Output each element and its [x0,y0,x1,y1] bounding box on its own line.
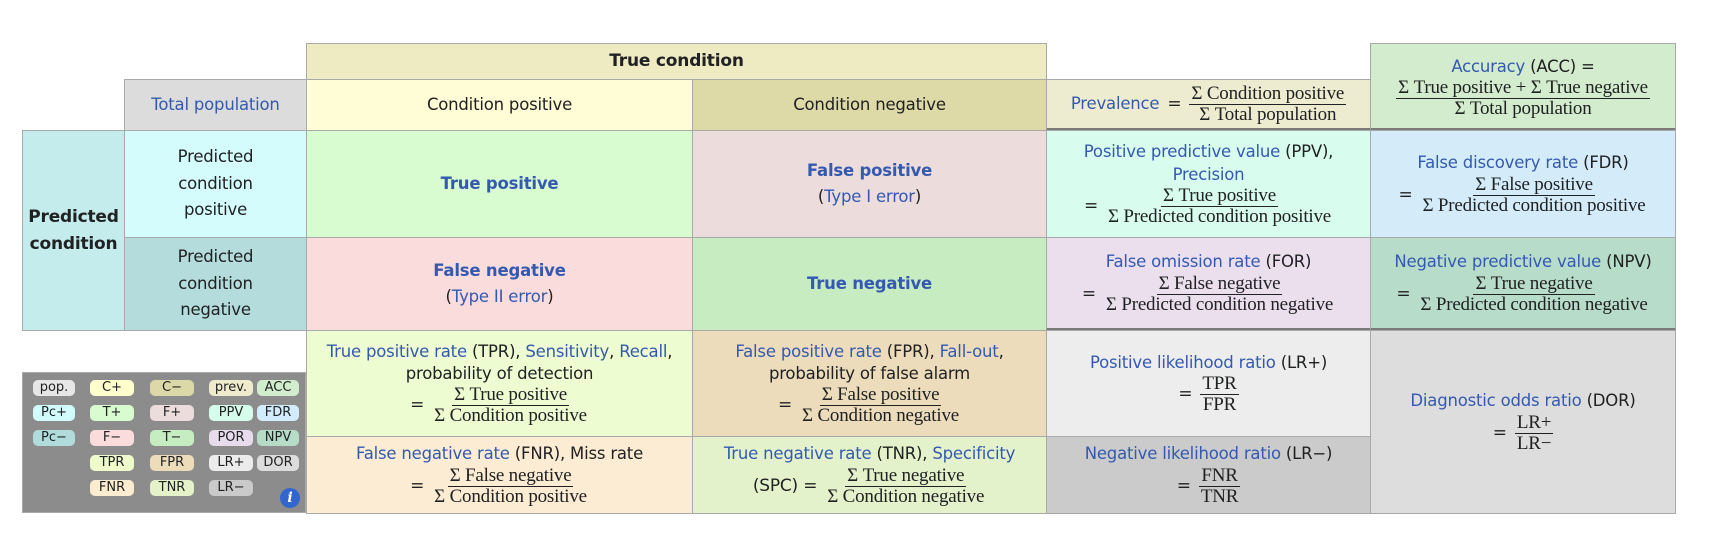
fpr-link[interactable]: False positive rate [735,341,882,361]
dor-cell: Diagnostic odds ratio (DOR) = LR+ LR− [1370,330,1676,514]
tnr-link[interactable]: True negative rate [723,444,872,464]
for-cell: False omission rate (FOR) = Σ False nega… [1046,237,1371,331]
prevalence-cell: Prevalence = Σ Condition positive Σ Tota… [1046,79,1371,131]
true-condition-label: True condition [609,51,744,72]
tnr-cell: True negative rate (TNR), Specificity (S… [692,436,1047,514]
chip-f-neg[interactable]: F− [90,430,134,446]
info-icon[interactable]: i [280,488,300,508]
lr-positive-link[interactable]: Positive likelihood ratio [1089,352,1276,372]
prevalence-link[interactable]: Prevalence [1070,93,1160,113]
predicted-negative-header: Predicted condition negative [124,237,307,331]
lr-positive-cell: Positive likelihood ratio (LR+) = TPR FP… [1046,330,1371,437]
chip-c-pos[interactable]: C+ [90,380,134,396]
chip-ppv[interactable]: PPV [209,405,253,421]
lr-negative-formula: FNR TNR [1199,464,1240,507]
chip-prev[interactable]: prev. [209,380,253,396]
fnr-link[interactable]: False negative rate [355,444,510,464]
condition-positive-header: Condition positive [306,79,693,131]
sensitivity-link[interactable]: Sensitivity [525,341,610,361]
chip-c-neg[interactable]: C− [150,380,194,396]
fdr-cell: False discovery rate (FDR) = Σ False pos… [1370,130,1676,238]
chip-npv[interactable]: NPV [257,430,299,446]
npv-link[interactable]: Negative predictive value [1394,252,1602,272]
chip-fdr[interactable]: FDR [257,405,299,421]
chip-lr-pos[interactable]: LR+ [209,455,253,471]
tnr-formula: Σ True negative Σ Condition negative [827,464,985,507]
false-positive-cell: False positive (Type I error) [692,130,1047,238]
precision-link[interactable]: Precision [1172,164,1245,184]
lr-positive-formula: TPR FPR [1200,373,1239,416]
accuracy-link[interactable]: Accuracy [1451,57,1526,76]
fall-out-link[interactable]: Fall-out [939,341,999,361]
false-negative-cell: False negative (Type II error) [306,237,693,331]
chip-pc-neg[interactable]: Pc− [33,430,75,446]
true-negative-cell: True negative [692,237,1047,331]
fpr-cell: False positive rate (FPR), Fall-out, pro… [692,330,1047,437]
total-population-cell: Total population [124,79,307,131]
ppv-formula: Σ True positive Σ Predicted condition po… [1108,184,1332,227]
fdr-link[interactable]: False discovery rate [1417,153,1579,173]
npv-cell: Negative predictive value (NPV) = Σ True… [1370,237,1676,331]
fdr-formula: Σ False positive Σ Predicted condition p… [1422,173,1646,216]
ppv-cell: Positive predictive value (PPV), Precisi… [1046,130,1371,238]
false-negative-link[interactable]: False negative [433,260,566,280]
type-i-error-link[interactable]: Type I error [824,187,915,206]
type-ii-error-link[interactable]: Type II error [451,287,548,306]
accuracy-abbr: (ACC) = [1530,57,1595,76]
chip-lr-neg[interactable]: LR− [209,480,253,496]
dor-link[interactable]: Diagnostic odds ratio [1410,391,1582,411]
accuracy-cell: Accuracy (ACC) = Σ True positive + Σ Tru… [1370,43,1676,131]
chip-pc-pos[interactable]: Pc+ [33,405,75,421]
lr-negative-cell: Negative likelihood ratio (LR−) = FNR TN… [1046,436,1371,514]
specificity-link[interactable]: Specificity [932,444,1016,464]
fnr-cell: False negative rate (FNR), Miss rate = Σ… [306,436,693,514]
chip-t-pos[interactable]: T+ [90,405,134,421]
fnr-formula: Σ False negative Σ Condition positive [434,464,587,507]
chip-pop[interactable]: pop. [33,380,75,396]
for-formula: Σ False negative Σ Predicted condition n… [1105,272,1334,315]
recall-link[interactable]: Recall [619,341,668,361]
true-condition-header: True condition [306,43,1047,80]
ppv-link[interactable]: Positive predictive value [1083,142,1281,162]
chip-f-pos[interactable]: F+ [150,405,194,421]
chip-tpr[interactable]: TPR [90,455,134,471]
predicted-positive-header: Predicted condition positive [124,130,307,238]
true-positive-cell: True positive [306,130,693,238]
chip-tnr[interactable]: TNR [150,480,194,496]
tpr-formula: Σ True positive Σ Condition positive [434,384,587,427]
total-population-link[interactable]: Total population [151,94,280,114]
npv-formula: Σ True negative Σ Predicted condition ne… [1420,272,1648,315]
chip-por[interactable]: POR [209,430,253,446]
prevalence-formula: Σ Condition positive Σ Total population [1189,82,1347,125]
true-positive-link[interactable]: True positive [440,173,559,193]
lr-negative-link[interactable]: Negative likelihood ratio [1084,444,1281,464]
confusion-matrix-diagram[interactable]: pop. C+ C− prev. ACC Pc+ T+ F+ PPV FDR P… [22,372,306,513]
for-link[interactable]: False omission rate [1105,252,1261,272]
chip-dor[interactable]: DOR [257,455,299,471]
fpr-formula: Σ False positive Σ Condition negative [802,384,959,427]
dor-formula: LR+ LR− [1514,411,1554,454]
chip-fnr[interactable]: FNR [90,480,134,496]
tpr-cell: True positive rate (TPR), Sensitivity, R… [306,330,693,437]
true-negative-link[interactable]: True negative [806,273,933,293]
predicted-condition-header: Predicted condition [22,130,125,331]
condition-negative-header: Condition negative [692,79,1047,131]
chip-acc[interactable]: ACC [257,380,299,396]
chip-t-neg[interactable]: T− [150,430,194,446]
false-positive-link[interactable]: False positive [806,160,933,180]
accuracy-formula: Σ True positive + Σ True negative Σ Tota… [1396,77,1650,120]
chip-fpr[interactable]: FPR [150,455,194,471]
tpr-link[interactable]: True positive rate [326,341,467,361]
